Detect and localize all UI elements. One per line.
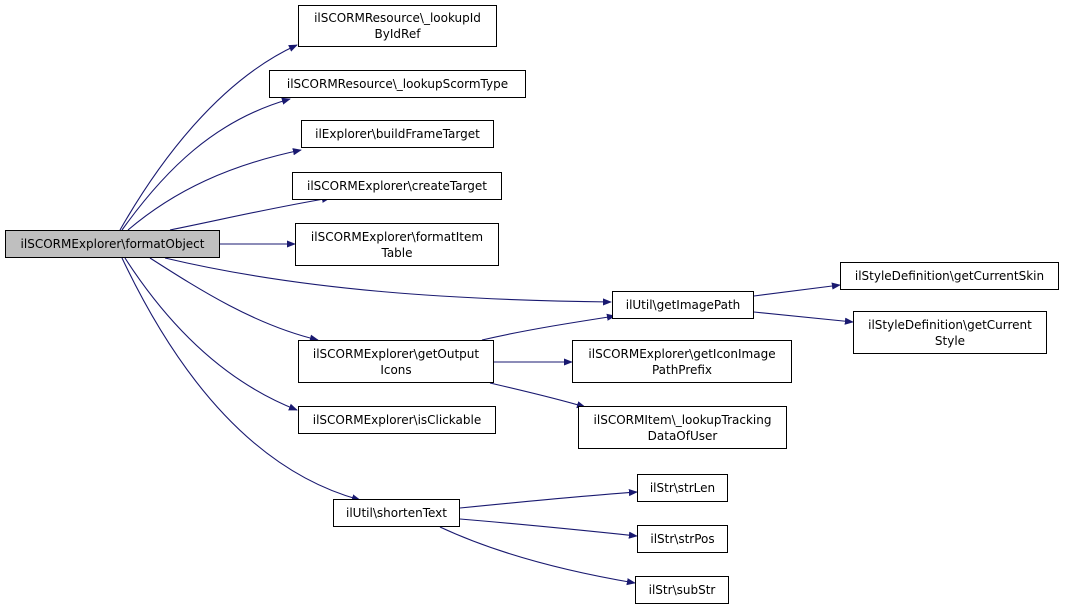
node-label-line: ilSCORMExplorer\formatObject	[20, 237, 205, 251]
edge-getImagePath-to-getCurrentStyle	[753, 311, 854, 325]
edge-formatObject-to-isClickable	[124, 257, 298, 411]
node-label-line: ilUtil\shortenText	[346, 506, 447, 520]
node-label-line: ilStr\strLen	[649, 481, 716, 495]
node-label: ilUtil\shortenText	[346, 505, 447, 521]
edge-formatObject-to-lookupScormType	[121, 97, 291, 231]
node-label-line: ilSCORMExplorer\formatItem	[310, 229, 484, 244]
node-str-len[interactable]: ilStr\strLen	[637, 474, 728, 502]
edge-formatObject-to-buildFrameTarget	[127, 148, 302, 231]
node-label-line: DataOfUser	[647, 428, 718, 443]
node-label: ilStr\strPos	[650, 531, 714, 547]
node-label: ilStyleDefinition\getCurrentSkin	[855, 268, 1044, 284]
node-label: ilStr\subStr	[649, 582, 716, 598]
node-label-line: ilSCORMExplorer\getOutput	[312, 346, 480, 361]
edge-getOutputIcons-to-getImagePath	[481, 313, 616, 341]
node-create-target[interactable]: ilSCORMExplorer\createTarget	[292, 172, 502, 200]
node-label: ilExplorer\buildFrameTarget	[315, 126, 480, 142]
node-label-line: ilStr\subStr	[648, 583, 716, 597]
edge-getImagePath-to-getCurrentSkin	[753, 282, 841, 297]
node-get-image-path[interactable]: ilUtil\getImagePath	[612, 291, 754, 319]
node-label: ilStr\strLen	[650, 480, 715, 496]
node-label-line: Icons	[380, 362, 412, 377]
edge-formatObject-to-getOutputIcons	[149, 257, 319, 342]
node-label-line: ilSCORMItem\_lookupTracking	[593, 412, 772, 427]
node-label-line: ilSCORMResource\_lookupScormType	[286, 77, 509, 91]
node-shorten-text[interactable]: ilUtil\shortenText	[333, 499, 460, 527]
node-build-frame-target[interactable]: ilExplorer\buildFrameTarget	[301, 120, 494, 148]
node-label-line: ByIdRef	[374, 27, 421, 41]
node-label-line: Style	[934, 333, 966, 348]
node-label-line: ilSCORMExplorer\isClickable	[312, 413, 482, 427]
edge-formatObject-to-createTarget	[169, 195, 331, 231]
node-lookup-scorm-type[interactable]: ilSCORMResource\_lookupScormType	[269, 70, 526, 98]
node-label: ilSCORMExplorer\createTarget	[307, 178, 487, 194]
edge-shortenText-to-strLen	[459, 488, 638, 509]
node-str-pos[interactable]: ilStr\strPos	[637, 525, 728, 553]
node-label-line: ilSCORMResource\_lookupId	[314, 11, 481, 25]
edge-shortenText-to-strPos	[459, 518, 638, 539]
node-label-line: ilStyleDefinition\getCurrent	[868, 317, 1032, 332]
edge-shortenText-to-subStr	[439, 526, 636, 586]
node-label-line: ilExplorer\buildFrameTarget	[315, 127, 480, 141]
node-label: ilSCORMExplorer\formatObject	[21, 236, 205, 252]
node-sub-str[interactable]: ilStr\subStr	[635, 576, 729, 604]
node-label: ilUtil\getImagePath	[626, 297, 741, 313]
node-label-line: ilStyleDefinition\getCurrentSkin	[854, 269, 1045, 283]
edge-formatObject-to-getImagePath	[164, 257, 612, 306]
node-get-current-skin[interactable]: ilStyleDefinition\getCurrentSkin	[840, 262, 1059, 290]
node-is-clickable[interactable]: ilSCORMExplorer\isClickable	[298, 406, 496, 434]
edge-formatObject-to-lookupIdByIdRef	[119, 44, 298, 231]
edge-getOutputIcons-to-lookupTrackingDataOfUser	[489, 382, 586, 409]
node-label-line: PathPrefix	[651, 362, 713, 377]
node-label-line: ilUtil\getImagePath	[625, 298, 741, 312]
node-label: ilSCORMResource\_lookupScormType	[287, 76, 508, 92]
node-label-line: ilSCORMExplorer\getIconImage	[588, 346, 776, 361]
node-label-line: Table	[381, 245, 413, 260]
node-label-line: ilStr\strPos	[650, 532, 715, 546]
node-format-object: ilSCORMExplorer\formatObject	[5, 230, 220, 258]
node-label: ilSCORMExplorer\isClickable	[313, 412, 481, 428]
node-label-line: ilSCORMExplorer\createTarget	[306, 179, 488, 193]
edge-formatObject-to-shortenText	[121, 257, 361, 502]
